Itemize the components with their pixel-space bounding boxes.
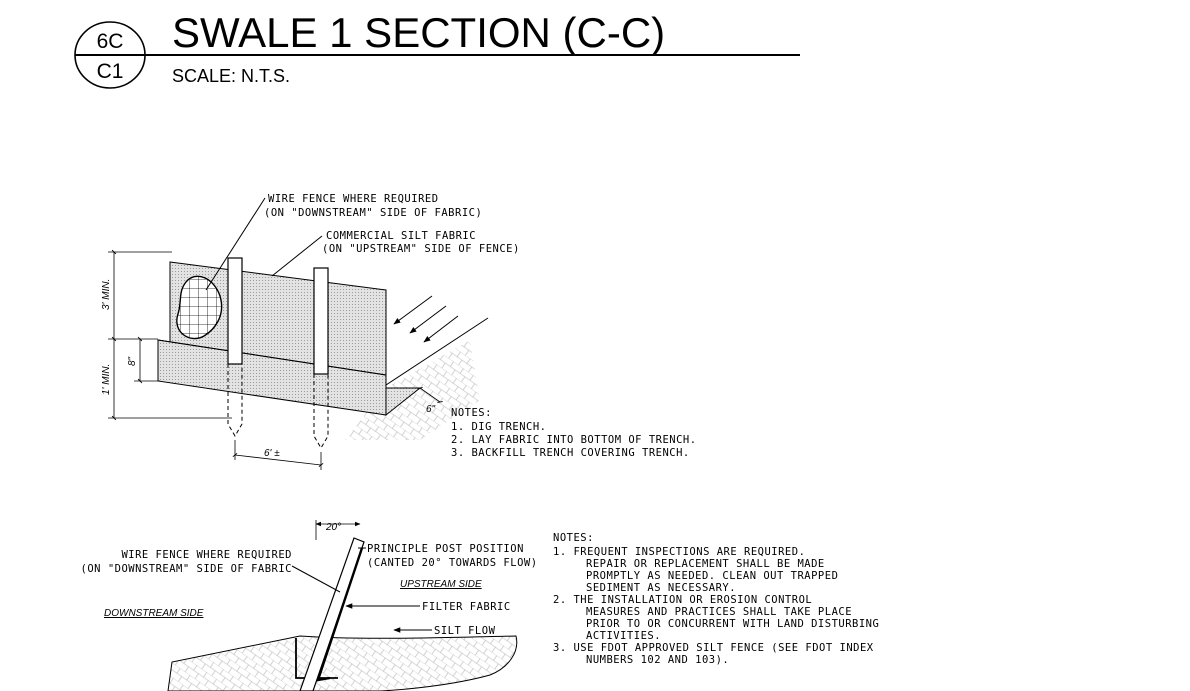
fence-post-right <box>313 267 329 449</box>
wire-fence-section-leader <box>291 565 341 593</box>
iso-note-item: 1. DIG TRENCH. <box>451 421 547 433</box>
isometric-fence-view: WIRE FENCE WHERE REQUIRED (ON "DOWNSTREA… <box>101 193 697 470</box>
bubble-detail-number: 6C <box>97 30 124 53</box>
general-note-line: 1. FREQUENT INSPECTIONS ARE REQUIRED. <box>553 546 805 558</box>
post-position-callout-line1: PRINCIPLE POST POSITION <box>367 543 524 555</box>
detail-title-block: 6C C1 SWALE 1 SECTION (C-C) SCALE: N.T.S… <box>74 9 800 89</box>
dim-angle-label: 20° <box>325 522 341 533</box>
silt-flow-label: SILT FLOW <box>434 625 496 637</box>
iso-note-item: 2. LAY FABRIC INTO BOTTOM OF TRENCH. <box>451 434 697 446</box>
general-notes-title: NOTES: <box>553 532 594 544</box>
wire-fence-leader <box>205 197 266 291</box>
dim-post-spacing-label: 6' ± <box>264 448 280 459</box>
general-note-line: REPAIR OR REPLACEMENT SHALL BE MADE <box>586 558 825 570</box>
detail-title: SWALE 1 SECTION (C-C) <box>172 9 665 56</box>
wire-fence-section-callout-line2: (ON "DOWNSTREAM" SIDE OF FABRIC <box>81 563 292 575</box>
ground-line-at-fence <box>157 339 387 376</box>
iso-note-item: 3. BACKFILL TRENCH COVERING TRENCH. <box>451 447 690 459</box>
detail-scale: SCALE: N.T.S. <box>172 66 290 86</box>
general-note-line: SEDIMENT AS NECESSARY. <box>586 582 736 594</box>
bubble-sheet-number: C1 <box>97 60 124 83</box>
ground-section-hatch <box>167 635 518 691</box>
dim-line-trench <box>417 387 443 403</box>
dim-post-embed-label: 1' MIN. <box>101 364 112 395</box>
general-note-line: MEASURES AND PRACTICES SHALL TAKE PLACE <box>586 606 852 618</box>
wire-fence-callout-line2: (ON "DOWNSTREAM" SIDE OF FABRIC) <box>264 207 482 219</box>
flow-arrow <box>393 295 433 325</box>
general-note-line: ACTIVITIES. <box>586 630 661 642</box>
iso-notes-title: NOTES: <box>451 407 492 419</box>
general-note-line: NUMBERS 102 AND 103). <box>586 654 729 666</box>
post-position-callout-line2: (CANTED 20° TOWARDS FLOW) <box>367 557 538 569</box>
flow-arrow <box>409 305 447 334</box>
dim-trench-label: 6" <box>426 404 436 415</box>
general-note-line: PRIOR TO OR CONCURRENT WITH LAND DISTURB… <box>586 618 879 630</box>
wire-fence-callout-line1: WIRE FENCE WHERE REQUIRED <box>268 193 439 205</box>
dim-fabric-height-label: 3' MIN. <box>101 279 112 310</box>
dim-fabric-embed-label: 8" <box>127 356 138 366</box>
ground-surface-line <box>385 317 489 386</box>
general-note-line: 3. USE FDOT APPROVED SILT FENCE (SEE FDO… <box>553 642 874 654</box>
general-note-line: PROMPTLY AS NEEDED. CLEAN OUT TRAPPED <box>586 570 838 582</box>
general-note-line: 2. THE INSTALLATION OR EROSION CONTROL <box>553 594 812 606</box>
silt-fabric-leader <box>271 235 323 277</box>
upstream-side-label: UPSTREAM SIDE <box>400 579 482 590</box>
flow-arrow <box>423 315 459 343</box>
silt-fabric-callout-line2: (ON "UPSTREAM" SIDE OF FENCE) <box>322 243 520 255</box>
downstream-side-label: DOWNSTREAM SIDE <box>104 608 204 619</box>
fence-post-left <box>227 257 243 437</box>
dim-line-post-spacing <box>232 452 324 468</box>
canted-post <box>299 537 365 691</box>
wire-mesh-cutout <box>176 275 223 340</box>
silt-fabric-callout-line1: COMMERCIAL SILT FABRIC <box>326 230 476 242</box>
filter-fabric-line <box>316 547 364 682</box>
general-notes: NOTES: 1. FREQUENT INSPECTIONS ARE REQUI… <box>553 532 879 666</box>
wire-fence-section-callout-line1: WIRE FENCE WHERE REQUIRED <box>121 549 292 561</box>
filter-fabric-label: FILTER FABRIC <box>422 601 511 613</box>
section-fence-view: 20° PRINCIPLE POST POSITION (CANTED 20° … <box>81 520 538 691</box>
